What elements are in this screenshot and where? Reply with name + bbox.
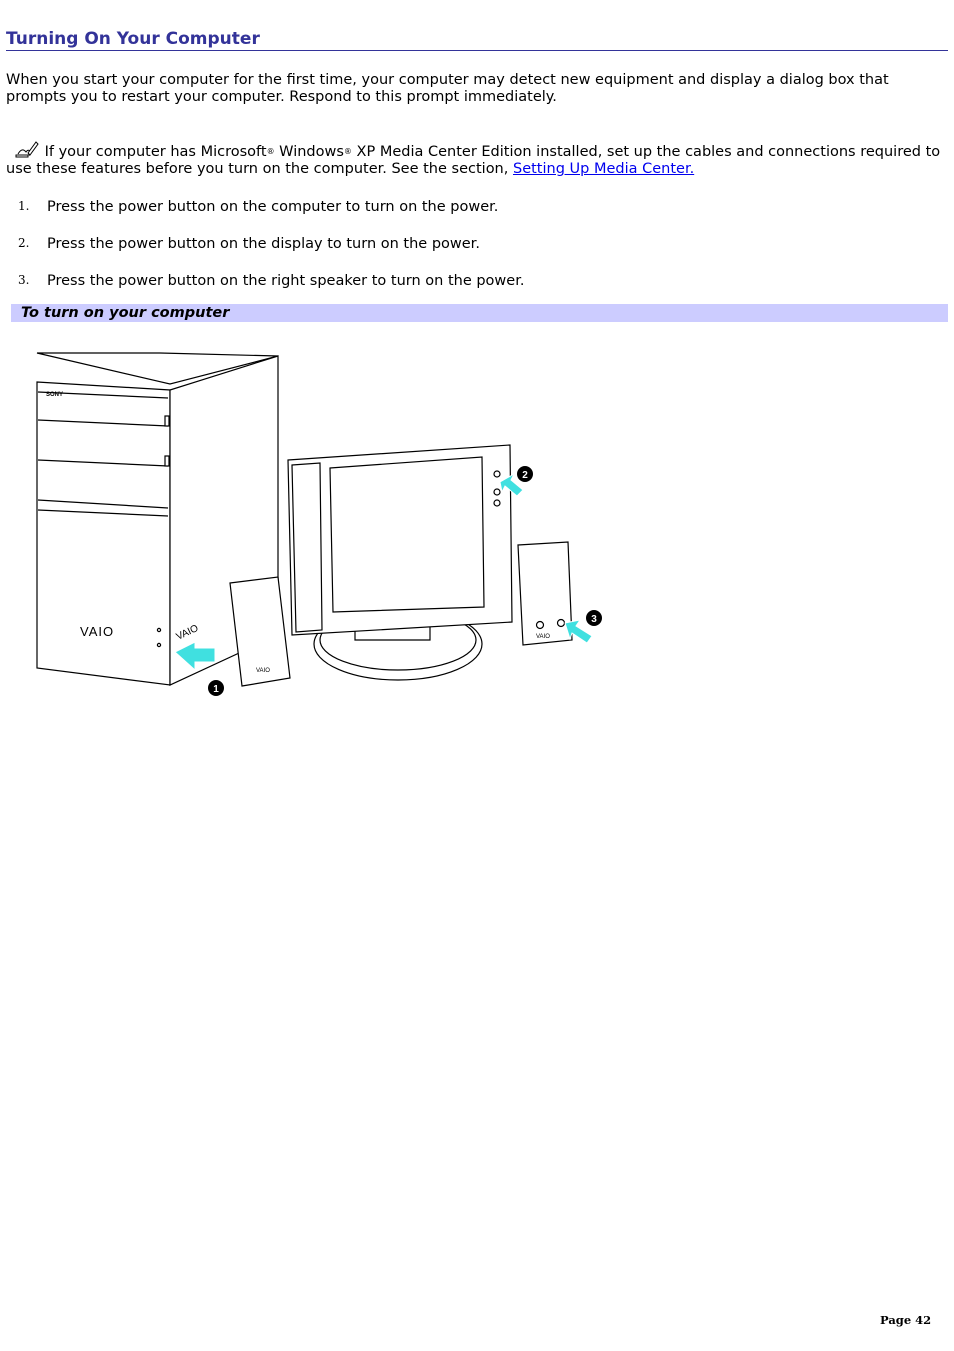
svg-text:2: 2 [522,470,528,481]
page-title: Turning On Your Computer [6,29,948,51]
list-item: 1. Press the power button on the compute… [0,199,940,219]
callout-1: 1 [208,680,224,696]
page-number: Page 42 [880,1313,932,1327]
note-text-after: XP Media Center Edition installed, set u… [6,144,941,177]
step-text: Press the power button on the right spea… [47,273,525,289]
note-pencil-icon [15,141,39,158]
intro-paragraph: When you start your computer for the fir… [6,72,889,105]
registered-mark: ® [343,147,352,156]
left-speaker-logo: VAIO [256,668,270,674]
step-text: Press the power button on the display to… [47,236,480,252]
note-text-before: If your computer has Microsoft [40,144,267,160]
callout-3: 3 [586,610,602,626]
arrow-to-speaker-power [564,619,593,644]
step-number: 2. [18,236,30,250]
list-item: 3. Press the power button on the right s… [0,273,940,293]
callout-2: 2 [517,466,533,482]
computer-setup-illustration: SONY VAIO VAIO VAIO VAIO 1 [36,352,602,696]
svg-text:3: 3 [591,614,597,625]
note-text-mid: Windows [274,144,344,160]
step-number: 3. [18,273,30,287]
svg-text:1: 1 [213,684,219,695]
section-heading: To turn on your computer [21,305,230,321]
registered-mark: ® [266,147,275,156]
list-item: 2. Press the power button on the display… [0,236,940,256]
tower-sony-label: SONY [46,392,63,398]
section-heading-bar: To turn on your computer [11,304,948,322]
setting-up-media-center-link[interactable]: Setting Up Media Center. [512,161,695,177]
right-speaker-logo: VAIO [536,634,550,640]
tower-vaio-logo: VAIO [80,624,114,639]
step-text: Press the power button on the computer t… [47,199,499,215]
arrow-to-monitor-power [499,472,524,497]
note-paragraph: If your computer has Microsoft® Windows®… [6,139,941,178]
arrow-to-tower-power [174,641,216,672]
step-number: 1. [18,199,30,213]
